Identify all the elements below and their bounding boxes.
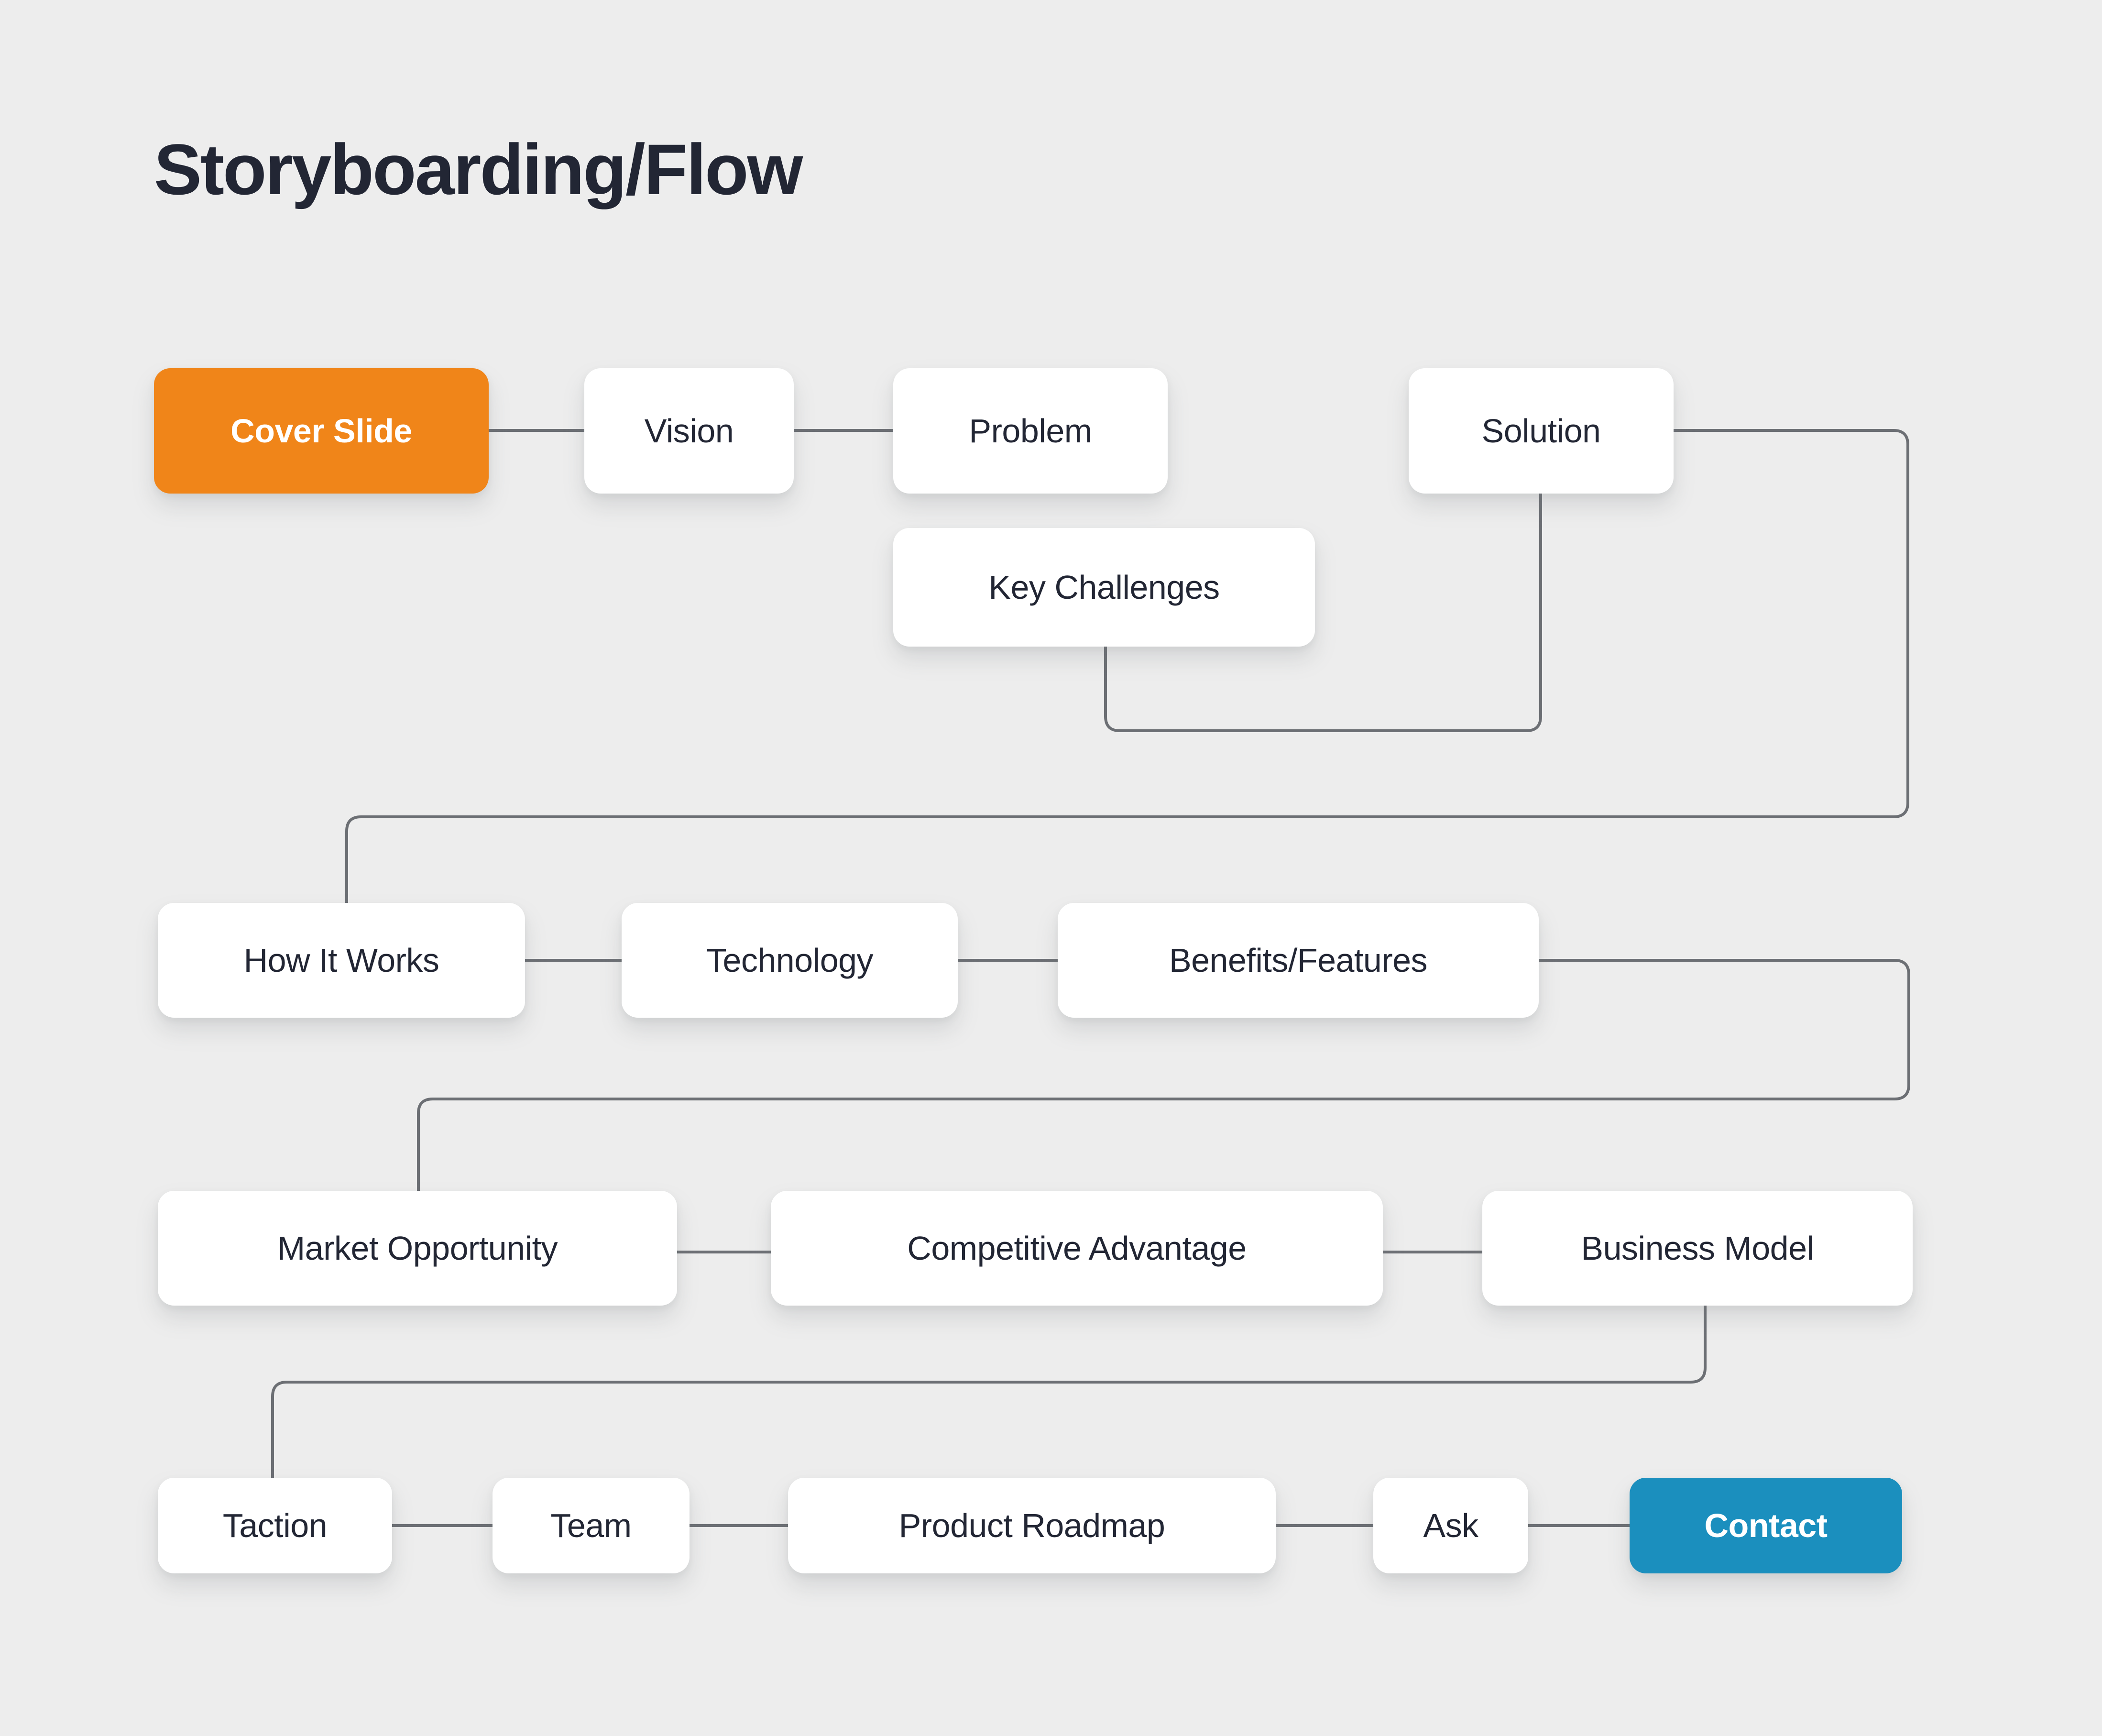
node-product-roadmap[interactable]: Product Roadmap	[788, 1478, 1276, 1573]
node-label: Technology	[706, 942, 874, 979]
node-problem[interactable]: Problem	[893, 368, 1168, 494]
node-label: Contact	[1704, 1507, 1828, 1544]
node-benefits-features[interactable]: Benefits/Features	[1058, 903, 1539, 1018]
node-contact[interactable]: Contact	[1630, 1478, 1902, 1573]
node-technology[interactable]: Technology	[622, 903, 958, 1018]
node-label: Cover Slide	[230, 412, 412, 450]
node-label: Taction	[222, 1507, 328, 1544]
node-solution[interactable]: Solution	[1409, 368, 1674, 494]
node-label: Ask	[1423, 1507, 1478, 1544]
node-label: Team	[550, 1507, 632, 1544]
node-label: Business Model	[1581, 1230, 1814, 1267]
node-label: Benefits/Features	[1169, 942, 1428, 979]
page-title: Storyboarding/Flow	[154, 129, 803, 209]
node-label: Vision	[644, 412, 734, 450]
node-label: Competitive Advantage	[907, 1230, 1247, 1267]
edge-business-model-to-taction	[271, 1306, 1707, 1478]
node-key-challenges[interactable]: Key Challenges	[893, 528, 1315, 647]
node-label: Key Challenges	[988, 569, 1220, 606]
node-market-opportunity[interactable]: Market Opportunity	[158, 1191, 677, 1306]
node-how-it-works[interactable]: How It Works	[158, 903, 525, 1018]
node-cover-slide[interactable]: Cover Slide	[154, 368, 489, 494]
edge-solution-to-how-it-works	[345, 429, 1909, 903]
node-label: Solution	[1481, 412, 1601, 450]
node-label: Product Roadmap	[898, 1507, 1165, 1544]
node-label: Market Opportunity	[277, 1230, 558, 1267]
node-vision[interactable]: Vision	[584, 368, 794, 494]
node-competitive-advantage[interactable]: Competitive Advantage	[771, 1191, 1383, 1306]
node-taction[interactable]: Taction	[158, 1478, 392, 1573]
node-label: Problem	[969, 412, 1092, 450]
node-label: How It Works	[243, 942, 439, 979]
node-business-model[interactable]: Business Model	[1482, 1191, 1913, 1306]
node-team[interactable]: Team	[493, 1478, 690, 1573]
node-ask[interactable]: Ask	[1373, 1478, 1528, 1573]
